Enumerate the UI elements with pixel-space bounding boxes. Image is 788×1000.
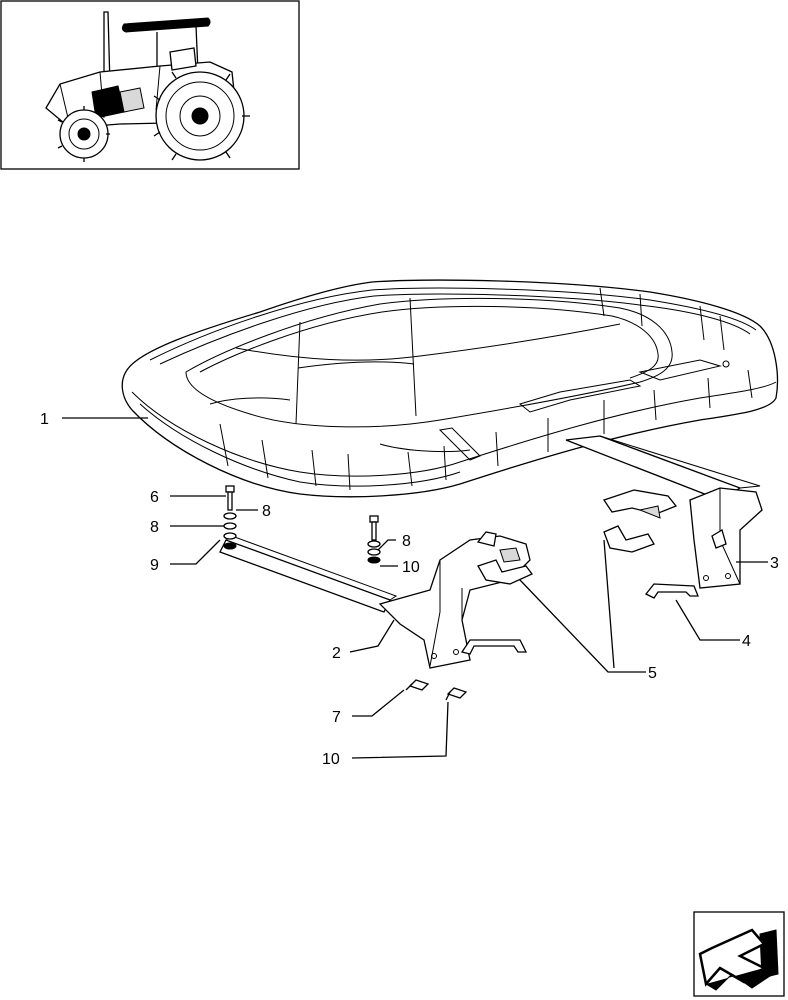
callout-8-upper: 8 <box>262 503 271 520</box>
right-mount-bracket <box>689 487 763 589</box>
roof-shell <box>121 279 779 498</box>
leader-lines <box>62 417 768 759</box>
clip-5a <box>477 559 534 585</box>
callout-1: 1 <box>40 411 49 428</box>
next-page-arrow-icon[interactable] <box>693 911 785 997</box>
canopy-roof <box>121 279 779 498</box>
tractor-thumbnail <box>0 0 300 170</box>
thumbnail-frame <box>0 0 300 170</box>
roof-inner-panel <box>185 297 673 428</box>
front-support-bar <box>219 535 398 613</box>
callout-3: 3 <box>770 555 779 572</box>
clip-5c <box>603 525 655 553</box>
bolt-10-lower <box>445 687 468 701</box>
callout-5: 5 <box>648 665 657 682</box>
callout-8-center: 8 <box>402 533 411 550</box>
callout-10-lower: 10 <box>322 751 340 768</box>
fastener-stack-center <box>367 515 381 564</box>
callout-2: 2 <box>332 645 341 662</box>
callout-9: 9 <box>150 557 159 574</box>
tractor-thumbnail-icon <box>45 11 250 162</box>
callout-8-left: 8 <box>150 519 159 536</box>
u-bolt-left <box>460 639 528 655</box>
callout-4: 4 <box>742 633 751 650</box>
callout-10-center: 10 <box>402 559 420 576</box>
callout-labels: 1 2 3 4 5 6 7 8 8 8 9 10 10 <box>40 411 779 768</box>
fastener-stack-left <box>223 485 237 550</box>
u-bolt-right <box>644 583 699 599</box>
callout-6: 6 <box>150 489 159 506</box>
bolt-7 <box>405 679 430 691</box>
rear-support-bar <box>565 435 761 501</box>
clip-5b <box>602 489 678 519</box>
left-mount-bracket <box>378 531 531 669</box>
callout-7: 7 <box>332 709 341 726</box>
